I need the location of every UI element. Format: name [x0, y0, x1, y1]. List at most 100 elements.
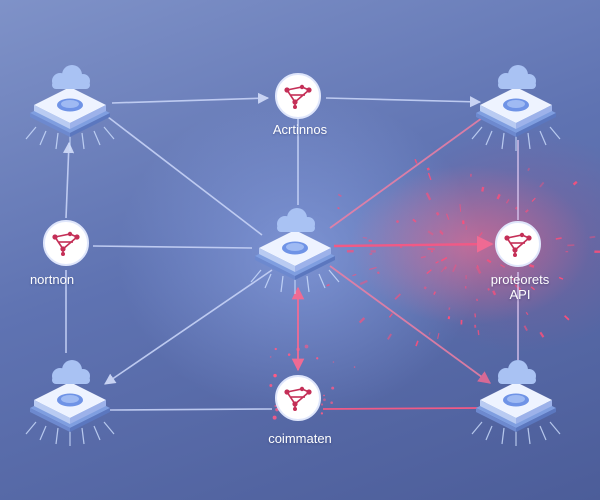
label-right-line1: proteorets: [490, 272, 550, 287]
node-left-middle[interactable]: [43, 220, 89, 266]
edge-tl-center: [107, 116, 263, 236]
spark: [439, 231, 444, 236]
spark: [572, 180, 578, 186]
edge-tl-top: [111, 92, 270, 104]
spark: [523, 325, 528, 331]
edge-top-tr: [325, 96, 482, 108]
spark: [529, 264, 535, 268]
spark: [514, 206, 519, 210]
spark: [440, 256, 448, 262]
spark: [459, 204, 462, 212]
spark: [435, 211, 440, 216]
spark: [330, 401, 333, 405]
spark: [426, 269, 432, 275]
spark: [272, 415, 277, 420]
edge-center-tr: [329, 117, 483, 229]
spark: [452, 264, 457, 273]
spark: [437, 332, 440, 340]
spark: [326, 283, 330, 287]
chip-bottom-left[interactable]: [25, 359, 115, 447]
spark: [564, 315, 570, 321]
edge-center-right: [333, 235, 494, 253]
spark: [477, 330, 480, 336]
spark: [287, 353, 291, 356]
edge-left-tl: [63, 141, 75, 219]
edge-left-center: [92, 245, 253, 249]
spark: [530, 286, 536, 291]
spark: [558, 276, 564, 280]
spark: [394, 293, 401, 300]
spark: [304, 344, 309, 349]
spark: [353, 366, 356, 368]
spark: [323, 398, 326, 402]
spark: [337, 207, 340, 210]
label-right-line2: API: [509, 287, 531, 302]
spark: [539, 331, 545, 338]
spark: [487, 288, 490, 291]
spark: [387, 333, 392, 340]
spark: [446, 213, 450, 220]
spark: [440, 265, 447, 273]
spark: [439, 229, 444, 235]
spark: [427, 172, 432, 181]
spark: [323, 394, 325, 397]
spark: [395, 219, 400, 224]
edge-center-bl: [104, 269, 273, 385]
spark: [269, 356, 272, 358]
spark: [362, 236, 368, 239]
spark: [274, 347, 277, 351]
spark: [337, 193, 342, 198]
spark: [320, 412, 324, 415]
spark: [412, 218, 417, 223]
label-bottom-center: coimmaten: [268, 431, 332, 446]
spark: [539, 181, 545, 188]
node-bottom-center[interactable]: [275, 375, 321, 421]
spark: [369, 266, 377, 271]
spark: [475, 266, 482, 274]
spark: [426, 167, 430, 171]
spark: [512, 277, 516, 281]
spark: [444, 266, 448, 270]
chip-top-right[interactable]: [471, 64, 561, 152]
spark: [476, 264, 479, 268]
spark: [500, 264, 506, 268]
spark: [481, 186, 485, 192]
spark: [423, 286, 427, 290]
edges: [63, 92, 519, 411]
highlight-edges: [291, 117, 494, 410]
spark: [433, 291, 437, 295]
spark: [486, 258, 492, 264]
spark: [352, 273, 357, 277]
spark: [524, 209, 529, 213]
spark: [316, 357, 319, 360]
spark: [527, 167, 531, 172]
edge-center-br: [329, 265, 492, 384]
spark: [273, 373, 277, 378]
node-top-center[interactable]: [275, 73, 321, 119]
spark: [525, 311, 529, 316]
label-left-middle: nortnon: [29, 272, 75, 287]
red-sparks: [269, 158, 600, 420]
spark: [358, 317, 366, 324]
spark: [414, 158, 418, 164]
spark: [555, 237, 562, 240]
spark: [415, 340, 419, 347]
spark: [274, 404, 277, 408]
chip-center[interactable]: [250, 207, 340, 295]
spark: [505, 198, 510, 204]
spark: [492, 290, 497, 296]
spark: [531, 197, 536, 202]
spark: [428, 332, 431, 336]
edge-bottom-br: [322, 407, 479, 410]
spark: [425, 192, 432, 201]
spark: [388, 313, 393, 318]
node-right-middle[interactable]: [495, 221, 541, 267]
chip-bottom-right[interactable]: [471, 359, 561, 447]
spark: [427, 230, 434, 236]
spark: [496, 193, 501, 200]
spark: [269, 384, 273, 388]
chip-top-left[interactable]: [25, 64, 115, 152]
spark: [320, 403, 324, 406]
